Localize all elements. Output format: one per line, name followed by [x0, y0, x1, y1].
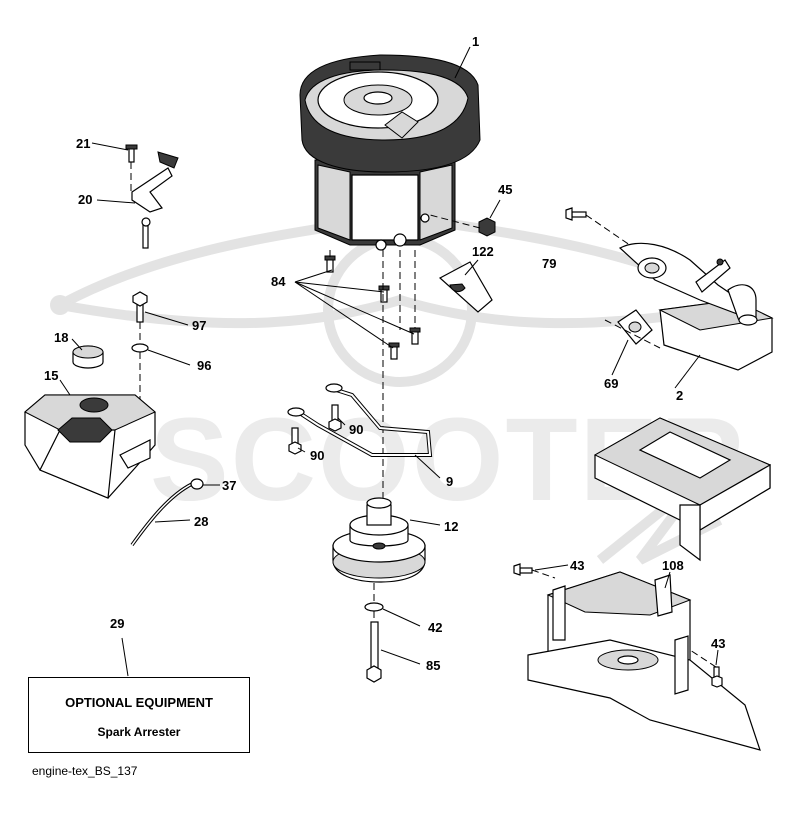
label-nut: 45 — [498, 182, 512, 197]
label-bracket-screw: 21 — [76, 136, 90, 151]
optional-equipment-box: OPTIONAL EQUIPMENT Spark Arrester — [28, 677, 250, 753]
shield-bolt-left — [513, 563, 533, 576]
label-fuel-tank: 15 — [44, 368, 58, 383]
tank-washer — [131, 343, 149, 353]
crank-bolt — [366, 621, 382, 683]
label-guide-bolt-b: 90 — [310, 448, 324, 463]
label-fuel-clamp: 37 — [222, 478, 236, 493]
muffler — [618, 242, 774, 371]
label-pulley: 12 — [444, 519, 458, 534]
heat-shield — [527, 571, 761, 751]
fuel-cap — [72, 345, 104, 369]
frame-bracket — [593, 417, 772, 562]
fuel-clamp — [190, 478, 204, 490]
label-shield-bolt-right: 43 — [711, 636, 725, 651]
pulley — [332, 497, 426, 583]
label-tank-washer: 96 — [197, 358, 211, 373]
throttle-bracket — [131, 151, 179, 249]
label-fuel-line: 28 — [194, 514, 208, 529]
shield-bolt-right — [711, 666, 723, 688]
label-tank-bolt: 97 — [192, 318, 206, 333]
optional-equipment-item: Spark Arrester — [97, 725, 181, 739]
label-fuel-cap: 18 — [54, 330, 68, 345]
label-throttle-bracket: 20 — [78, 192, 92, 207]
part-labels: 1 2 9 12 15 18 20 21 28 29 37 42 43 43 4… — [44, 34, 725, 673]
optional-equipment-title: OPTIONAL EQUIPMENT — [65, 695, 213, 710]
label-muffler-gasket: 69 — [604, 376, 618, 391]
nut — [478, 217, 496, 237]
label-crank-bolt: 85 — [426, 658, 440, 673]
bracket-screw — [125, 144, 138, 163]
label-spark-arrester: 29 — [110, 616, 124, 631]
engine — [299, 54, 481, 251]
label-pulley-washer: 42 — [428, 620, 442, 635]
label-engine: 1 — [472, 34, 479, 49]
label-shield-bolt-left: 43 — [570, 558, 584, 573]
deflector — [438, 261, 493, 313]
muffler-bolt — [565, 207, 587, 221]
label-deflector: 122 — [472, 244, 494, 259]
pulley-washer — [364, 602, 384, 612]
label-heat-shield: 108 — [662, 558, 684, 573]
leader-lines — [59, 46, 719, 677]
diagram-caption: engine-tex_BS_137 — [32, 764, 138, 778]
label-muffler: 2 — [676, 388, 683, 403]
label-belt-guide: 9 — [446, 474, 453, 489]
label-guide-bolt-a: 90 — [349, 422, 363, 437]
muffler-gasket — [617, 309, 653, 345]
label-muffler-bolt: 79 — [542, 256, 556, 271]
fuel-tank — [24, 394, 156, 499]
guide-bolt-a — [328, 404, 342, 432]
label-mount-bolts: 84 — [271, 274, 286, 289]
guide-bolt-b — [288, 427, 302, 455]
